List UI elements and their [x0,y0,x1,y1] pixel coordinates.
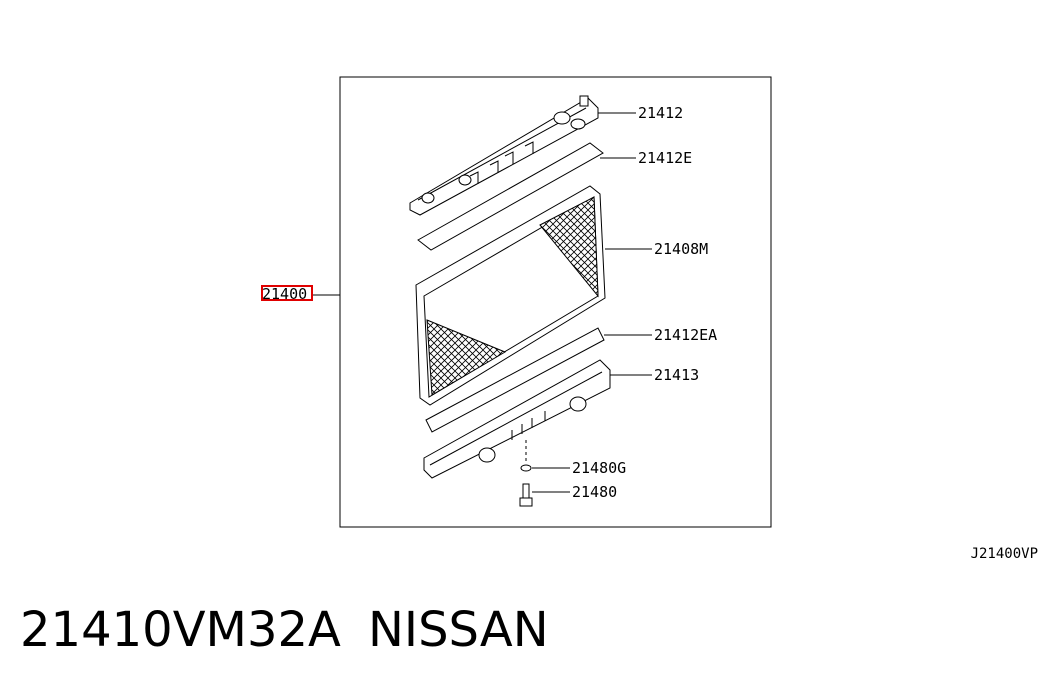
callout-drain-plug[interactable]: 21480 [572,483,617,501]
drain-plug-part [519,483,533,507]
brand-name: NISSAN [368,602,549,658]
assembly-callout-highlight [261,285,313,301]
diagram-frame [339,76,772,528]
callout-washer[interactable]: 21480G [572,459,626,477]
radiator-core-part [415,185,606,406]
lower-gasket-part [425,327,605,433]
assembly-callout-label: 21400 [262,285,307,303]
lower-tank-part [423,359,611,479]
callout-upper-tank[interactable]: 21412 [638,104,683,122]
diagram-reference-code: J21400VP [971,546,1038,562]
washer-part [520,464,532,472]
callout-upper-gasket[interactable]: 21412E [638,149,692,167]
callout-lower-gasket[interactable]: 21412EA [654,326,717,344]
callout-core[interactable]: 21408M [654,240,708,258]
callout-lower-tank[interactable]: 21413 [654,366,699,384]
upper-tank-part [409,95,599,216]
assembly-callout[interactable]: 21400 [261,285,340,303]
part-number: 21410VM32A [20,602,341,658]
upper-gasket-part [417,142,604,251]
